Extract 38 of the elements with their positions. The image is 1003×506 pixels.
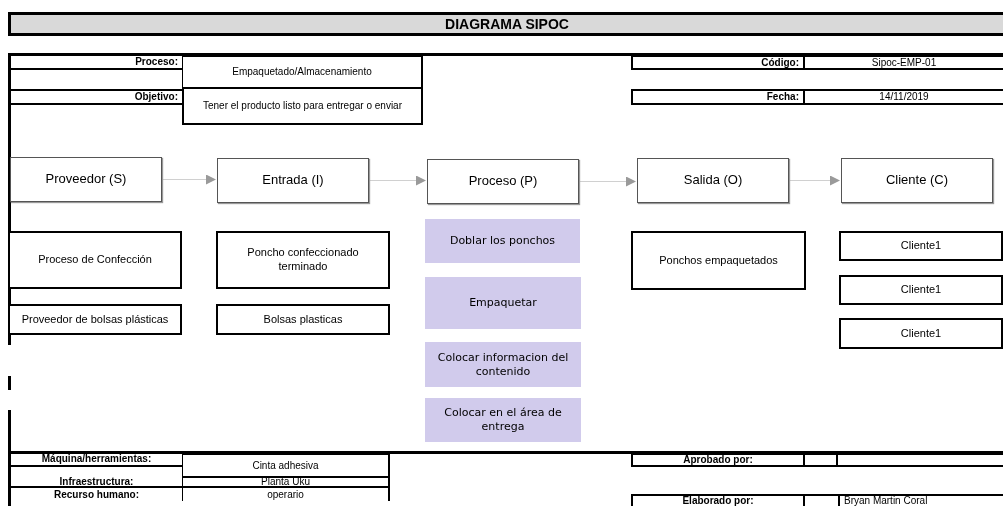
process-box: Cliente1 xyxy=(839,275,1003,305)
field-label: Objetivo: xyxy=(8,89,182,105)
process-box: Cliente1 xyxy=(839,318,1003,349)
process-step-box: Colocar en el área de entrega xyxy=(425,398,581,442)
field-value: Empaquetado/Almacenamiento xyxy=(182,55,423,89)
field-label: Fecha: xyxy=(631,89,805,105)
field-value: 14/11/2019 xyxy=(805,89,1003,105)
arrow xyxy=(578,176,636,187)
sipoc-header-box: Cliente (C) xyxy=(841,158,993,203)
process-step-box: Empaquetar xyxy=(425,277,581,329)
title-bar: DIAGRAMA SIPOC xyxy=(8,12,1003,36)
process-box: Proveedor de bolsas plásticas xyxy=(8,304,182,335)
field-label: Elaborado por: xyxy=(631,494,805,506)
field-label: Recurso humano: xyxy=(53,488,140,501)
arrow xyxy=(368,175,426,186)
field-label: Infraestructura: xyxy=(11,478,182,488)
field-value: Bryan Martin Coral xyxy=(838,494,1003,506)
sipoc-header-box: Entrada (I) xyxy=(217,158,369,203)
field-value: Tener el producto listo para entregar o enviar xyxy=(182,89,423,125)
field-value: operario xyxy=(182,488,390,501)
process-step-box: Doblar los ponchos xyxy=(425,219,580,263)
field-label: Proceso: xyxy=(8,55,182,70)
sipoc-header-box: Salida (O) xyxy=(637,158,789,203)
process-box: Proceso de Confección xyxy=(8,231,182,289)
sipoc-header-box: Proveedor (S) xyxy=(10,157,162,202)
field-label: Código: xyxy=(631,55,805,70)
field-value: Cinta adhesiva xyxy=(182,453,390,478)
arrow xyxy=(788,175,840,186)
process-step-box: Colocar informacion del contenido xyxy=(425,342,581,387)
process-box: Cliente1 xyxy=(839,231,1003,261)
sipoc-header-box: Proceso (P) xyxy=(427,159,579,204)
field-label: Aprobado por: xyxy=(631,453,805,467)
field-label: Máquina/herramientas: xyxy=(11,453,182,467)
arrow xyxy=(161,174,216,185)
field-value: Sipoc-EMP-01 xyxy=(805,55,1003,70)
process-box: Bolsas plasticas xyxy=(216,304,390,335)
process-box: Ponchos empaquetados xyxy=(631,231,806,290)
process-box: Poncho confeccionado terminado xyxy=(216,231,390,289)
